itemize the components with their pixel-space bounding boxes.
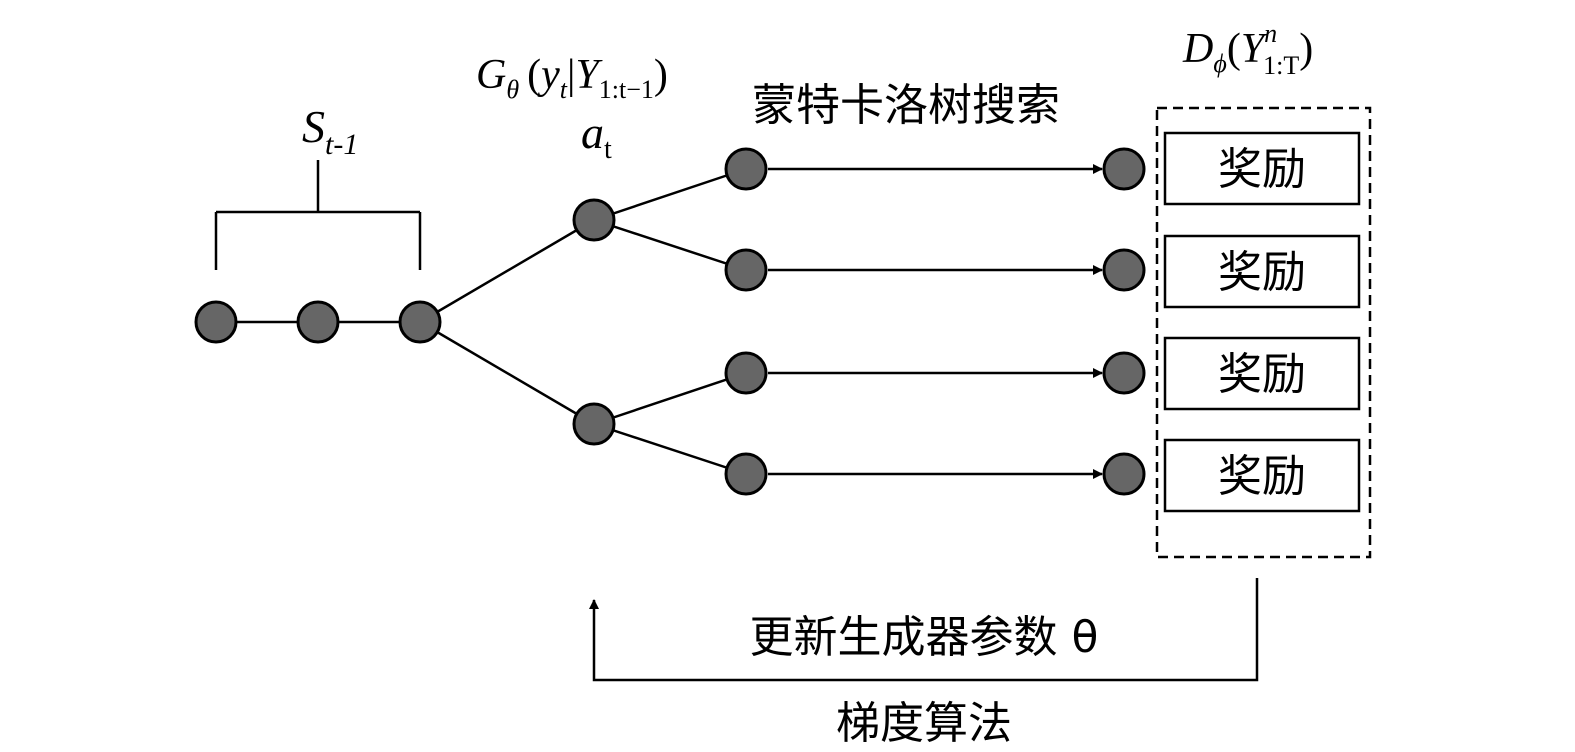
reward-label: 奖励 [1218,349,1306,400]
feedback-arrow [589,578,1259,682]
reward-box [1163,438,1361,513]
rollout-end-node [1102,452,1146,496]
action-node [572,198,616,242]
action-label: at [581,107,612,165]
update-label: 更新生成器参数 θ [750,612,1099,663]
sequence-node [398,300,442,344]
sequence-edges [216,167,747,476]
rollout-arrows [768,164,1103,479]
rollout-start-node [724,248,768,292]
rollout-start-node [724,351,768,395]
sequence-node [194,300,238,344]
gradient-label: 梯度算法 [836,698,1012,749]
generator-label: Gθ(yt|Y1:t−1) [476,52,668,104]
nodes [194,147,1146,496]
state-label: St-1 [302,101,358,161]
rollout-start-node [724,147,768,191]
rollout-start-node [724,452,768,496]
mcts-label: 蒙特卡洛树搜索 [752,80,1060,131]
reward-label: 奖励 [1218,451,1306,502]
rollout-end-node [1102,147,1146,191]
discriminator-box [1155,106,1372,559]
rollout-end-node [1102,248,1146,292]
reward-label: 奖励 [1218,247,1306,298]
sequence-node [296,300,340,344]
action-node [572,402,616,446]
reward-box [1163,336,1361,411]
reward-box [1163,234,1361,309]
reward-label: 奖励 [1218,144,1306,195]
reward-boxes: 奖励 奖励 奖励 奖励 [1163,131,1361,513]
state-bracket [214,160,422,270]
reward-box [1163,131,1361,206]
rollout-end-node [1102,351,1146,395]
